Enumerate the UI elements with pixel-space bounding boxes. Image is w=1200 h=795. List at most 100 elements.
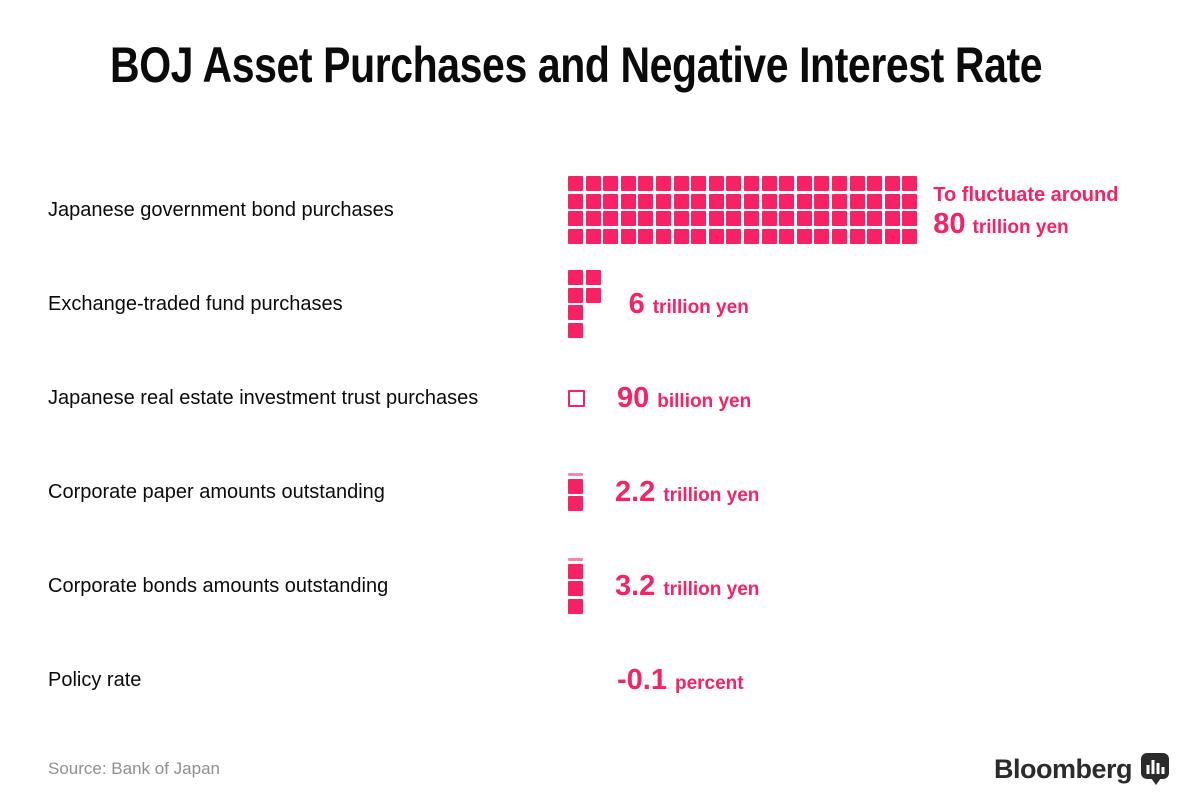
waffle-square xyxy=(603,176,619,192)
waffle-square xyxy=(814,211,830,227)
row-label: Exchange-traded fund purchases xyxy=(48,292,343,315)
row-reit-purchases: Japanese real estate investment trust pu… xyxy=(0,351,1200,445)
waffle-square xyxy=(867,228,883,244)
waffle-square xyxy=(884,211,900,227)
annotation-value-line: 80 trillion yen xyxy=(933,207,1118,240)
row-viz: To fluctuate around 80 trillion yen xyxy=(568,176,1118,244)
waffle-square xyxy=(761,228,777,244)
annotation-jgb: To fluctuate around 80 trillion yen xyxy=(933,182,1118,239)
waffle-square xyxy=(603,211,619,227)
waffle-square xyxy=(831,228,847,244)
value-number: 2.2 xyxy=(615,475,656,508)
waffle-square xyxy=(691,228,707,244)
row-label: Corporate paper amounts outstanding xyxy=(48,480,385,503)
waffle-square xyxy=(884,228,900,244)
waffle-square xyxy=(849,176,865,192)
waffle-square xyxy=(708,193,724,209)
waffle-square xyxy=(638,176,654,192)
row-label: Japanese government bond purchases xyxy=(48,198,394,221)
row-label: Policy rate xyxy=(48,668,142,691)
waffle-square xyxy=(568,211,583,227)
waffle-square xyxy=(743,193,759,209)
waffle-square xyxy=(585,211,601,227)
row-value: 90 billion yen xyxy=(617,381,751,414)
waffle-square xyxy=(761,211,777,227)
waffle-square xyxy=(708,211,724,227)
waffle-square xyxy=(568,598,583,614)
footer: Source: Bank of Japan Bloomberg xyxy=(0,746,1200,792)
waffle-square xyxy=(673,193,689,209)
waffle-square xyxy=(568,176,583,192)
waffle-square xyxy=(708,176,724,192)
waffle-square xyxy=(884,193,900,209)
waffle-square xyxy=(814,228,830,244)
waffle-square xyxy=(867,193,883,209)
waffle-chart-reit xyxy=(568,389,585,407)
waffle-square xyxy=(884,176,900,192)
waffle-square xyxy=(638,193,654,209)
waffle-square xyxy=(568,581,583,597)
row-viz: 3.2 trillion yen xyxy=(568,558,759,614)
waffle-square xyxy=(796,211,812,227)
row-corporate-paper: Corporate paper amounts outstanding 2.2 … xyxy=(0,445,1200,539)
value-unit: trillion yen xyxy=(663,578,760,600)
waffle-square xyxy=(585,176,601,192)
waffle-square xyxy=(796,193,812,209)
waffle-square xyxy=(831,193,847,209)
waffle-square xyxy=(568,478,583,494)
value-number: 3.2 xyxy=(615,569,656,602)
waffle-square xyxy=(779,211,795,227)
waffle-square xyxy=(585,193,601,209)
waffle-square xyxy=(831,211,847,227)
waffle-square xyxy=(814,193,830,209)
waffle-square xyxy=(655,228,671,244)
waffle-square xyxy=(638,228,654,244)
waffle-square xyxy=(902,211,918,227)
waffle-partial-square xyxy=(568,473,583,476)
waffle-square xyxy=(902,228,918,244)
waffle-square xyxy=(814,176,830,192)
value-unit: trillion yen xyxy=(652,296,749,318)
waffle-square xyxy=(779,193,795,209)
waffle-square xyxy=(849,211,865,227)
waffle-square xyxy=(726,176,742,192)
waffle-square xyxy=(849,228,865,244)
waffle-square xyxy=(638,211,654,227)
waffle-chart-corporate-paper xyxy=(568,473,583,511)
waffle-chart-corporate-bonds xyxy=(568,558,583,614)
waffle-square xyxy=(603,193,619,209)
waffle-square xyxy=(867,176,883,192)
row-viz: -0.1 percent xyxy=(568,665,744,695)
value-number: 90 xyxy=(617,381,650,414)
waffle-square xyxy=(620,211,636,227)
row-etf-purchases: Exchange-traded fund purchases 6 trillio… xyxy=(0,257,1200,351)
waffle-chart-jgb xyxy=(568,176,918,244)
waffle-square xyxy=(568,305,583,321)
waffle-outline-square xyxy=(568,389,585,407)
waffle-square xyxy=(743,211,759,227)
waffle-square xyxy=(779,176,795,192)
waffle-square xyxy=(673,211,689,227)
waffle-partial-square xyxy=(568,558,583,562)
waffle-square xyxy=(726,193,742,209)
annotation-unit: trillion yen xyxy=(972,216,1069,238)
waffle-square xyxy=(761,193,777,209)
waffle-square xyxy=(568,563,583,579)
row-label: Corporate bonds amounts outstanding xyxy=(48,574,389,597)
row-corporate-bonds: Corporate bonds amounts outstanding 3.2 … xyxy=(0,539,1200,633)
row-viz: 2.2 trillion yen xyxy=(568,473,759,511)
waffle-square xyxy=(620,193,636,209)
bloomberg-wordmark: Bloomberg xyxy=(993,753,1133,784)
waffle-square xyxy=(568,322,583,338)
bloomberg-chart-bubble-icon xyxy=(1141,752,1169,785)
row-viz: 90 billion yen xyxy=(568,381,751,414)
waffle-square xyxy=(568,270,583,286)
row-label: Japanese real estate investment trust pu… xyxy=(48,386,479,409)
value-unit: trillion yen xyxy=(663,484,760,506)
annotation-value: 80 xyxy=(933,207,966,240)
waffle-square xyxy=(568,287,583,303)
chart-title: BOJ Asset Purchases and Negative Interes… xyxy=(110,37,1043,93)
waffle-square xyxy=(585,228,601,244)
waffle-square xyxy=(673,176,689,192)
